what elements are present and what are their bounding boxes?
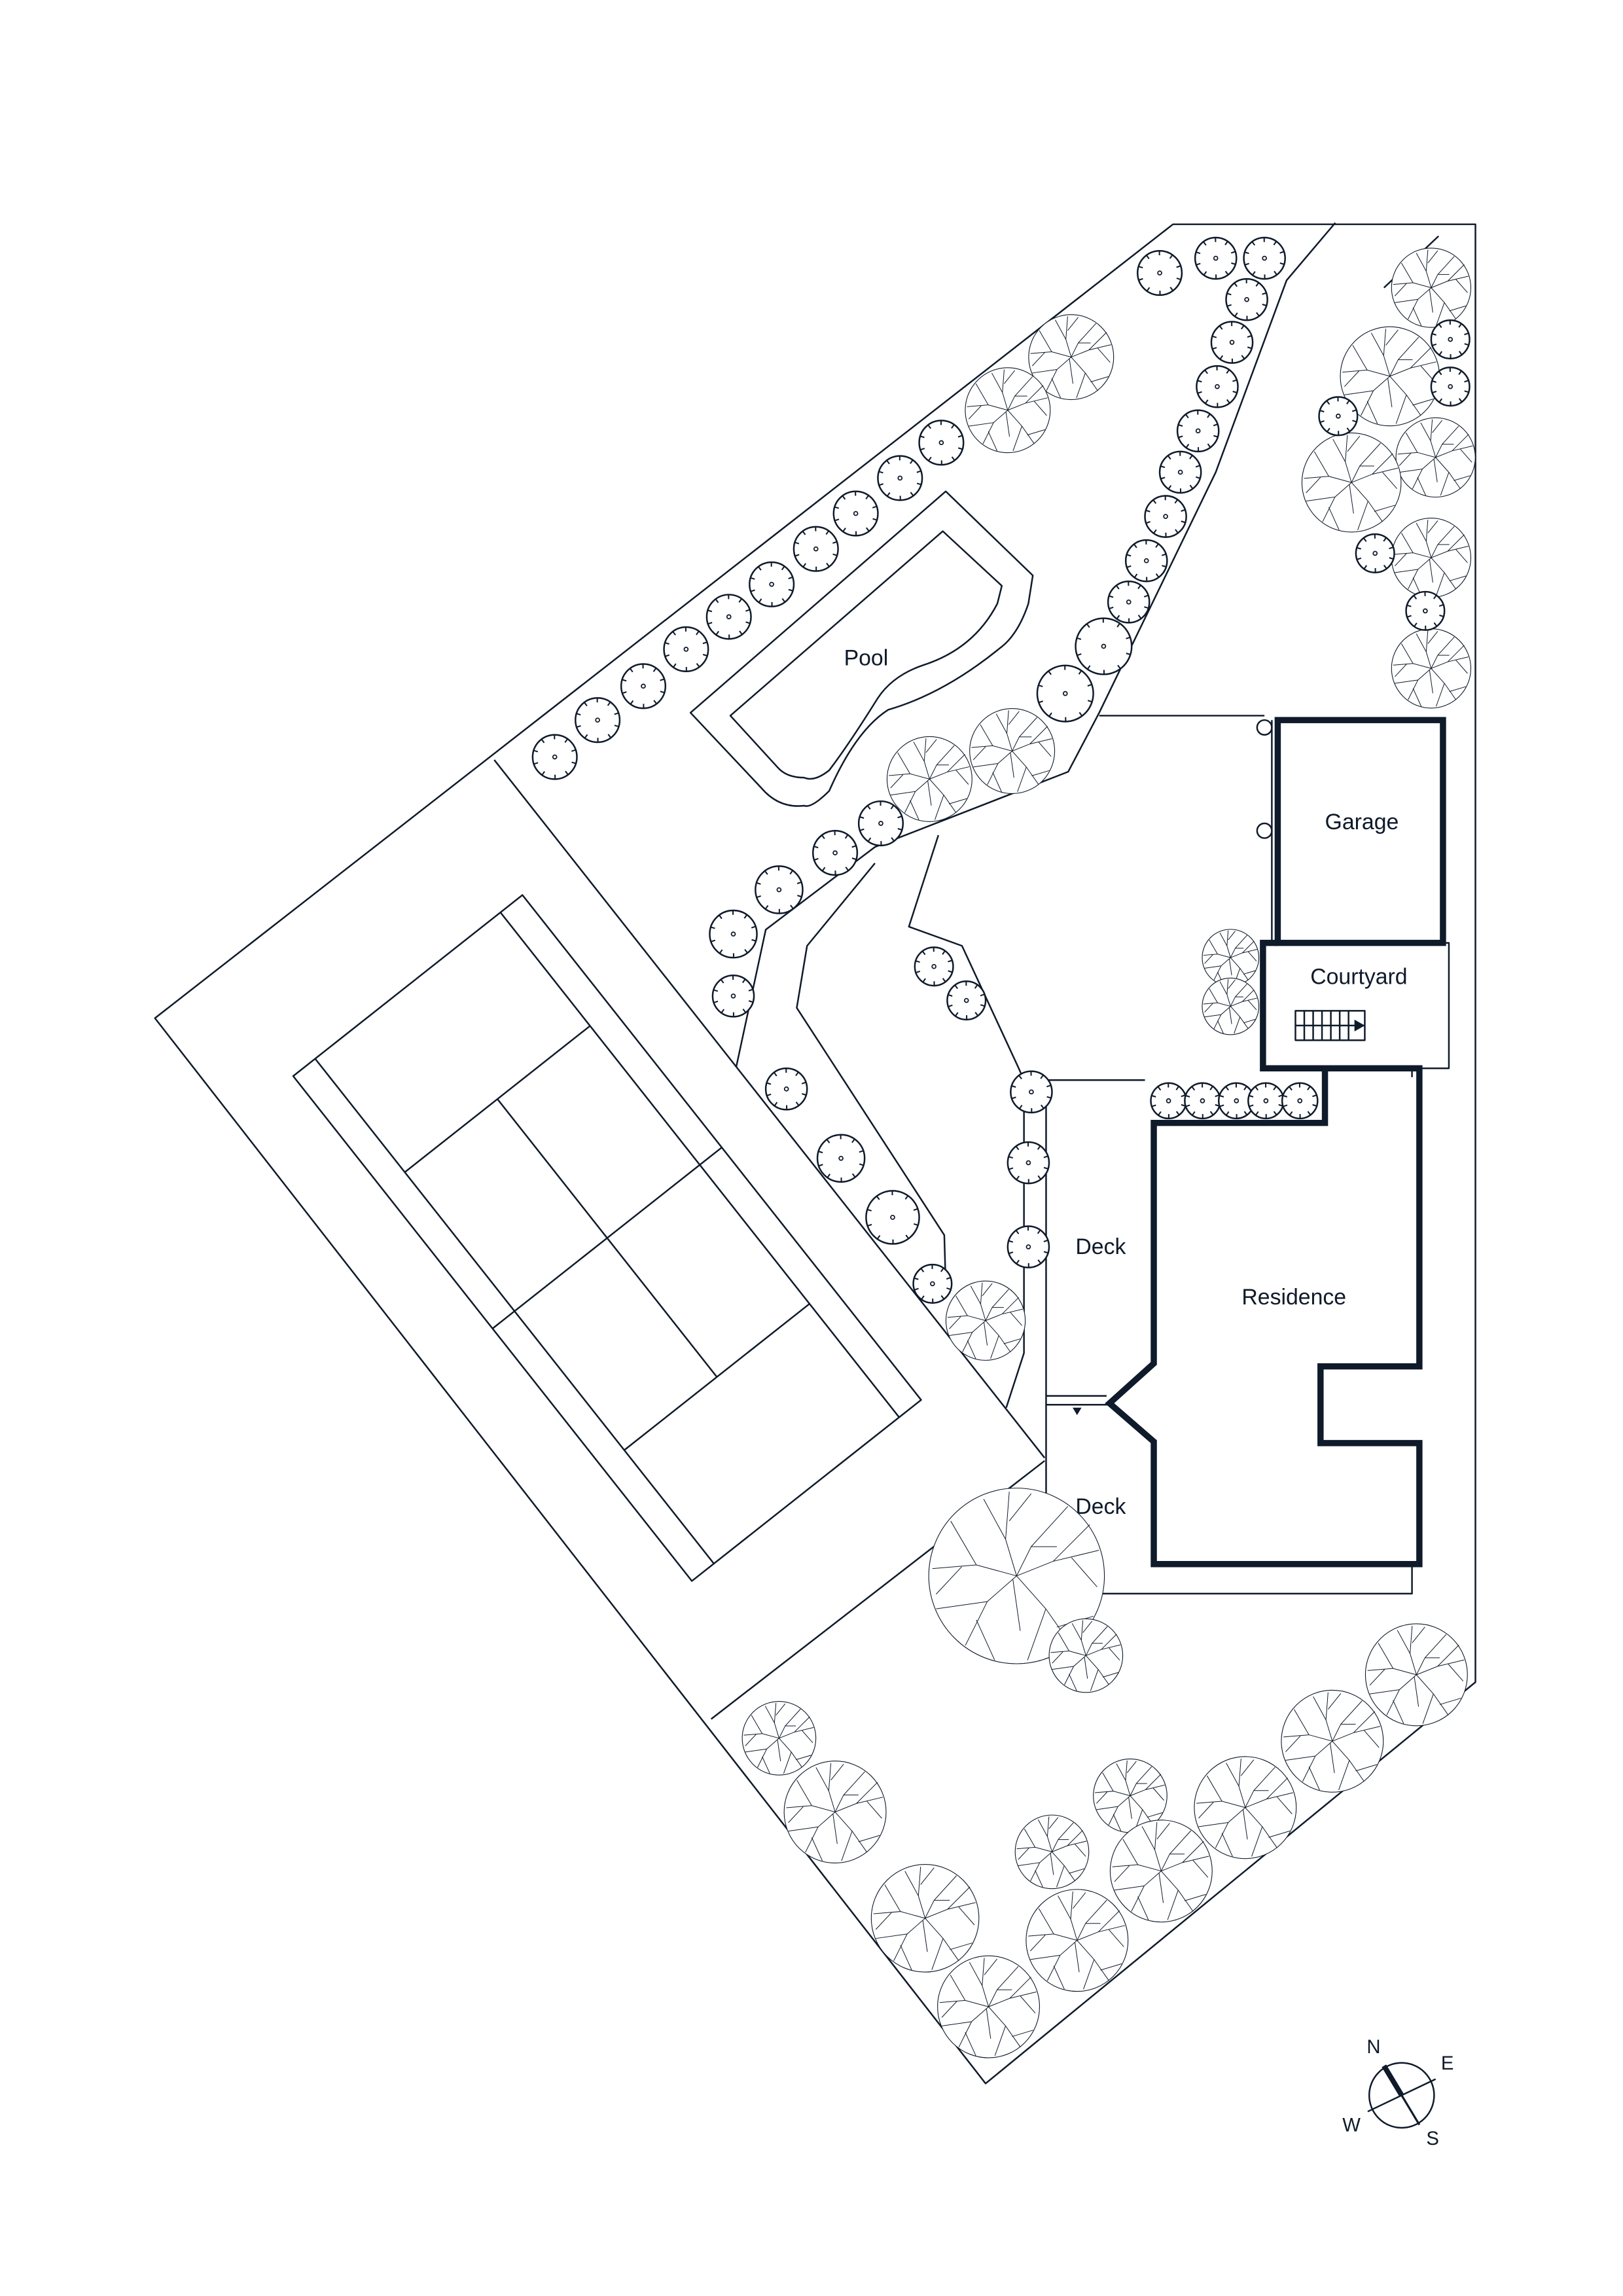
shrub-icon (1010, 1070, 1053, 1114)
tree-icon (1301, 432, 1402, 533)
pool (729, 530, 1003, 780)
shrub-icon (1107, 581, 1150, 624)
shrub-icon (764, 1067, 808, 1111)
shrub-icon (709, 909, 758, 959)
shrub-icon (705, 594, 752, 640)
compass-east: E (1441, 2053, 1454, 2074)
tree-icon (1281, 1689, 1384, 1793)
shrub-icon (1137, 250, 1183, 296)
shrub-icon (1150, 1082, 1187, 1120)
compass-west: W (1342, 2114, 1361, 2136)
tree-icon (741, 1700, 817, 1776)
compass-north: N (1366, 2036, 1380, 2058)
shrub-icon (877, 455, 923, 501)
shrub-icon (711, 974, 755, 1018)
tree-icon (969, 708, 1056, 795)
tree-icon (1391, 628, 1472, 709)
shrub-icon (1194, 236, 1238, 280)
shrub-icon (755, 865, 804, 914)
shrub-icon (531, 734, 578, 780)
tree-icon (965, 367, 1051, 454)
shrub-icon (912, 1263, 953, 1304)
residence (1105, 1065, 1423, 1568)
shrub-icon (1430, 367, 1471, 407)
shrub-icon (1176, 409, 1220, 453)
deck-upper-label: Deck (1075, 1234, 1126, 1259)
shrub-icon (918, 420, 965, 466)
tree-icon (886, 736, 973, 823)
compass-south: S (1426, 2128, 1439, 2149)
tree-icon (1395, 417, 1476, 498)
tree-icon (1026, 1888, 1129, 1992)
tree-icon (1109, 1819, 1213, 1923)
tree-icon (783, 1760, 887, 1864)
shrub-icon (793, 526, 839, 572)
shrub-icon (857, 800, 904, 847)
tree-icon (945, 1280, 1026, 1361)
shrub-icon (1007, 1225, 1050, 1268)
tree-icon (1391, 247, 1472, 328)
shrub-icon (946, 980, 987, 1021)
shrub-icon (1225, 278, 1268, 321)
tree-icon (1391, 517, 1472, 598)
tree-icon (1202, 977, 1260, 1035)
tennis-boundary-line (493, 759, 1046, 1459)
shrub-icon (1124, 539, 1168, 583)
garage-label: Garage (1325, 810, 1399, 834)
shrub-icon (1281, 1082, 1319, 1120)
tree-icon (1364, 1623, 1469, 1727)
garden-bed-edge (735, 222, 1336, 1067)
shrub-icon (1405, 590, 1446, 631)
courtyard-label: Courtyard (1310, 965, 1407, 990)
tree-icon (936, 1955, 1041, 2058)
pool-surround (689, 490, 1034, 807)
tree-icon (1014, 1814, 1090, 1890)
deck-lower-label: Deck (1075, 1494, 1126, 1519)
shrub-icon (1430, 319, 1471, 360)
tree-icon (1194, 1755, 1297, 1859)
garage (1274, 717, 1446, 946)
shrub-icon (1007, 1141, 1050, 1185)
shrub-icon (1184, 1082, 1221, 1120)
tennis-court (292, 894, 922, 1582)
garden-path-edge (796, 863, 947, 1287)
shrub-icon (1318, 396, 1359, 437)
bollard-icon (1256, 822, 1273, 839)
deck-step-marker (1073, 1407, 1082, 1416)
shrub-icon (1355, 533, 1395, 573)
tree-icon (870, 1863, 980, 1973)
shrub-icon (1075, 617, 1133, 675)
shrub-icon (816, 1134, 866, 1183)
shrub-icon (1210, 321, 1254, 364)
shrub-icon (1036, 664, 1094, 723)
shrub-icon (1247, 1082, 1285, 1120)
property-boundary (154, 223, 1476, 2085)
shrub-icon (832, 490, 879, 537)
shrub-icon (749, 561, 795, 607)
shrub-icon (1243, 236, 1286, 280)
bollard-icon (1256, 719, 1273, 736)
compass-rose: N E S W (1342, 2036, 1454, 2149)
stairs (1294, 1010, 1366, 1041)
shrub-icon (1196, 365, 1239, 408)
tree-icon (1048, 1618, 1124, 1693)
shrub-icon (575, 697, 621, 744)
pool-label: Pool (844, 646, 889, 671)
shrub-icon (812, 830, 859, 876)
courtyard-edge (1419, 942, 1450, 1069)
tree-icon (1202, 929, 1260, 986)
courtyard-wall (1260, 939, 1325, 1071)
shrub-icon (865, 1190, 920, 1245)
lawn-edge (908, 834, 1025, 1408)
shrub-icon (914, 946, 954, 987)
shrub-icon (620, 663, 667, 709)
shrub-icon (1158, 450, 1202, 494)
shrub-icon (663, 626, 709, 673)
stair-arrow-icon (1354, 1019, 1365, 1031)
shrub-icon (1144, 495, 1187, 538)
residence-label: Residence (1241, 1285, 1346, 1310)
